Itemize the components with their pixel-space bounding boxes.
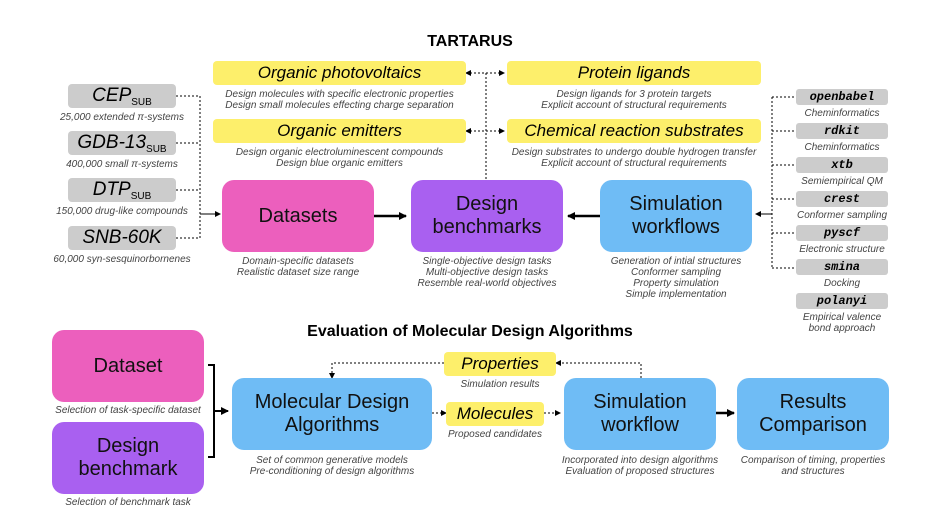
design-benchmarks-box: Design benchmarks [411,180,563,252]
task-protein-ligands: Protein ligands [507,61,761,85]
properties-caption: Simulation results [460,379,540,390]
task-chemical-reaction-substrates: Chemical reaction substrates [507,119,761,143]
tool-xtb: xtb [796,157,888,173]
design-benchmark-box: Design benchmark [52,422,204,494]
mda-caption: Set of common generative models Pre-cond… [249,455,415,477]
simulation-workflows-caption: Generation of intial structures Conforme… [610,256,742,300]
dataset-snb60k-caption: 60,000 syn-sesquinorbornenes [53,254,191,265]
task-organic-photovoltaics: Organic photovoltaics [213,61,466,85]
results-comparison-box: Results Comparison [737,378,889,450]
task-organic-emitters: Organic emitters [213,119,466,143]
tool-crest: crest [796,191,888,207]
dataset-box-caption: Selection of task-specific dataset [55,405,201,416]
results-comparison-caption: Comparison of timing, properties and str… [740,455,886,477]
tool-crest-caption: Conformer sampling [796,210,888,221]
simulation-workflow-caption: Incorporated into design algorithms Eval… [561,455,719,477]
dataset-dtp-caption: 150,000 drug-like compounds [56,206,188,217]
design-benchmarks-caption: Single-objective design tasks Multi-obje… [417,256,557,289]
tool-polanyi-caption: Empirical valence bond approach [802,312,882,334]
tool-xtb-caption: Semiempirical QM [801,176,883,187]
properties-box: Properties [444,352,556,376]
tool-polanyi: polanyi [796,293,888,309]
dataset-gdb13-caption: 400,000 small π-systems [66,159,178,170]
dataset-gdb13: GDB-13SUB [68,131,176,155]
datasets-caption: Domain-specific datasets Realistic datas… [236,256,360,278]
top-title: TARTARUS [427,33,513,50]
tool-smina: smina [796,259,888,275]
tool-openbabel: openbabel [796,89,888,105]
dataset-cep: CEPSUB [68,84,176,108]
design-benchmark-box-caption: Selection of benchmark task [65,497,191,508]
tool-openbabel-caption: Cheminformatics [804,108,880,119]
molecules-caption: Proposed candidates [448,429,542,440]
tool-pyscf-caption: Electronic structure [799,244,885,255]
dataset-snb60k: SNB-60K [68,226,176,250]
task-organic-photovoltaics-caption: Design molecules with specific electroni… [225,89,454,111]
dataset-box: Dataset [52,330,204,402]
task-protein-ligands-caption: Design ligands for 3 protein targets Exp… [541,89,727,111]
dataset-dtp: DTPSUB [68,178,176,202]
molecules-box: Molecules [446,402,544,426]
tool-rdkit: rdkit [796,123,888,139]
datasets-box: Datasets [222,180,374,252]
simulation-workflows-box: Simulation workflows [600,180,752,252]
task-organic-emitters-caption: Design organic electroluminescent compou… [235,147,444,169]
mda-box: Molecular Design Algorithms [232,378,432,450]
tool-smina-caption: Docking [823,278,861,289]
simulation-workflow-box: Simulation workflow [564,378,716,450]
task-chemical-reaction-substrates-caption: Design substrates to undergo double hydr… [511,147,757,169]
tool-rdkit-caption: Cheminformatics [804,142,880,153]
tool-pyscf: pyscf [796,225,888,241]
bottom-title: Evaluation of Molecular Design Algorithm… [307,323,633,340]
dataset-cep-caption: 25,000 extended π-systems [60,112,184,123]
